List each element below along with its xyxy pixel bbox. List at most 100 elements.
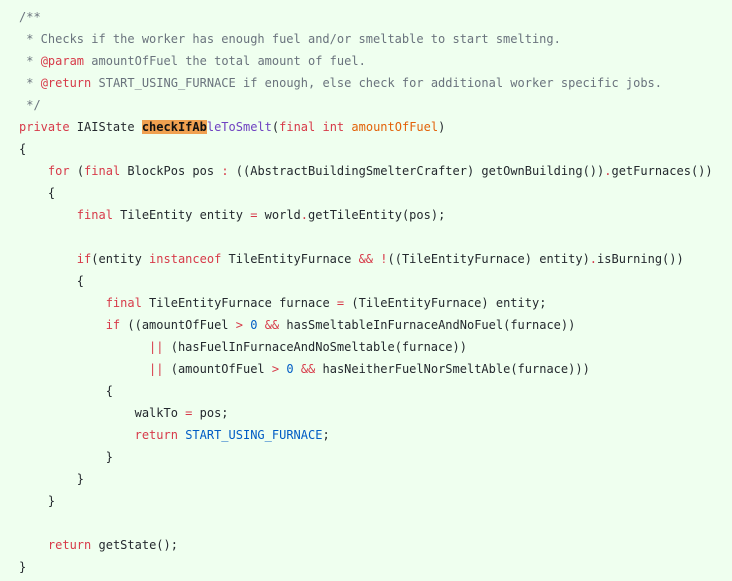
code-token: TileEntityFurnace furnace bbox=[141, 296, 337, 310]
code-line[interactable]: { bbox=[19, 270, 84, 292]
code-token: if bbox=[76, 252, 92, 266]
code-line[interactable]: } bbox=[19, 446, 113, 468]
code-line[interactable]: || (amountOfFuel > 0 && hasNeitherFuelNo… bbox=[19, 358, 590, 380]
code-token: ! bbox=[380, 252, 388, 266]
code-token: amountOfFuel the total amount of fuel. bbox=[84, 54, 366, 68]
code-line[interactable]: if(entity instanceof TileEntityFurnace &… bbox=[19, 248, 684, 270]
code-token: START_USING_FURNACE bbox=[185, 428, 323, 442]
code-token: } bbox=[19, 560, 27, 574]
code-token: . bbox=[589, 252, 598, 266]
code-token: leToSmelt bbox=[206, 120, 272, 134]
code-token: final bbox=[105, 296, 142, 310]
code-token bbox=[19, 208, 77, 222]
code-token: && bbox=[300, 362, 316, 376]
code-line[interactable]: if ((amountOfFuel > 0 && hasSmeltableInF… bbox=[19, 314, 576, 336]
code-token: > bbox=[271, 362, 280, 376]
code-token: { bbox=[19, 274, 85, 288]
code-token: = bbox=[250, 208, 258, 222]
code-token bbox=[19, 428, 135, 442]
code-token: for bbox=[47, 164, 70, 178]
code-token: private bbox=[19, 120, 70, 134]
code-token: getState(); bbox=[91, 538, 178, 552]
code-token: amountOfFuel bbox=[351, 120, 439, 134]
code-token bbox=[19, 318, 106, 332]
code-token: return bbox=[47, 538, 92, 552]
code-token: 0 bbox=[250, 318, 258, 332]
code-token bbox=[19, 362, 149, 376]
code-token: || bbox=[149, 362, 164, 376]
code-token: (entity bbox=[91, 252, 150, 266]
code-token: final bbox=[279, 120, 316, 134]
code-token: pos; bbox=[192, 406, 229, 420]
code-token: world bbox=[257, 208, 301, 222]
code-token: walkTo bbox=[19, 406, 186, 420]
code-line[interactable]: { bbox=[19, 380, 113, 402]
code-token: */ bbox=[19, 98, 41, 112]
code-line[interactable]: */ bbox=[19, 94, 41, 116]
code-line[interactable]: { bbox=[19, 182, 55, 204]
code-token: instanceof bbox=[149, 252, 222, 266]
code-line[interactable]: return START_USING_FURNACE; bbox=[19, 424, 330, 446]
code-token bbox=[19, 252, 77, 266]
code-token: { bbox=[19, 384, 113, 398]
code-token: > bbox=[235, 318, 243, 332]
code-token: ) bbox=[438, 120, 446, 134]
code-token bbox=[294, 362, 301, 376]
code-token: /** bbox=[19, 10, 41, 24]
code-line[interactable]: || (hasFuelInFurnaceAndNoSmeltable(furna… bbox=[19, 336, 467, 358]
code-line[interactable]: } bbox=[19, 556, 26, 578]
code-line[interactable]: } bbox=[19, 490, 55, 512]
code-token: hasNeitherFuelNorSmeltAble(furnace))) bbox=[315, 362, 590, 376]
code-token: } bbox=[19, 472, 85, 486]
code-token: || bbox=[149, 340, 164, 354]
code-line[interactable]: return getState(); bbox=[19, 534, 178, 556]
code-token: . bbox=[300, 208, 309, 222]
code-token: (TileEntityFurnace) entity; bbox=[344, 296, 547, 310]
code-token bbox=[19, 164, 48, 178]
code-token: hasSmeltableInFurnaceAndNoFuel(furnace)) bbox=[279, 318, 576, 332]
code-line[interactable]: } bbox=[19, 468, 84, 490]
code-token: START_USING_FURNACE if enough, else chec… bbox=[91, 76, 663, 90]
code-token: final bbox=[76, 208, 113, 222]
code-token: ((amountOfFuel bbox=[120, 318, 236, 332]
code-line[interactable]: * @return START_USING_FURNACE if enough,… bbox=[19, 72, 662, 94]
code-token: final bbox=[84, 164, 121, 178]
code-token: ; bbox=[322, 428, 330, 442]
code-line[interactable]: { bbox=[19, 138, 26, 160]
code-line[interactable]: final TileEntityFurnace furnace = (TileE… bbox=[19, 292, 547, 314]
code-token bbox=[257, 318, 264, 332]
code-token: && bbox=[264, 318, 280, 332]
code-token: * bbox=[19, 76, 41, 90]
code-token: (hasFuelInFurnaceAndNoSmeltable(furnace)… bbox=[163, 340, 467, 354]
code-token bbox=[19, 340, 149, 354]
code-line[interactable]: for (final BlockPos pos : ((AbstractBuil… bbox=[19, 160, 713, 182]
code-token: isBurning()) bbox=[597, 252, 684, 266]
code-line[interactable]: walkTo = pos; bbox=[19, 402, 229, 424]
code-token: BlockPos pos bbox=[120, 164, 222, 178]
code-token bbox=[19, 296, 106, 310]
code-line[interactable]: final TileEntity entity = world.getTileE… bbox=[19, 204, 446, 226]
code-token: if bbox=[105, 318, 121, 332]
code-token: getFurnaces()) bbox=[611, 164, 713, 178]
search-highlight: checkIfAb bbox=[141, 120, 207, 134]
code-line[interactable]: * @param amountOfFuel the total amount o… bbox=[19, 50, 366, 72]
code-token: (amountOfFuel bbox=[163, 362, 272, 376]
code-token: ( bbox=[271, 120, 280, 134]
code-token: = bbox=[336, 296, 345, 310]
code-token: getTileEntity(pos); bbox=[308, 208, 446, 222]
code-token: * bbox=[19, 54, 41, 68]
code-token: ((TileEntityFurnace) entity) bbox=[387, 252, 590, 266]
code-token bbox=[19, 538, 48, 552]
code-token: . bbox=[604, 164, 612, 178]
code-token: = bbox=[185, 406, 193, 420]
code-line[interactable]: /** bbox=[19, 6, 41, 28]
code-token: int bbox=[322, 120, 345, 134]
code-line[interactable]: private IAIState checkIfAbleToSmelt(fina… bbox=[19, 116, 445, 138]
code-token: 0 bbox=[286, 362, 294, 376]
code-token: * Checks if the worker has enough fuel a… bbox=[19, 32, 561, 46]
code-token: IAIState bbox=[69, 120, 142, 134]
code-token: : bbox=[221, 164, 229, 178]
code-line[interactable]: * Checks if the worker has enough fuel a… bbox=[19, 28, 561, 50]
code-token: TileEntityFurnace bbox=[221, 252, 359, 266]
